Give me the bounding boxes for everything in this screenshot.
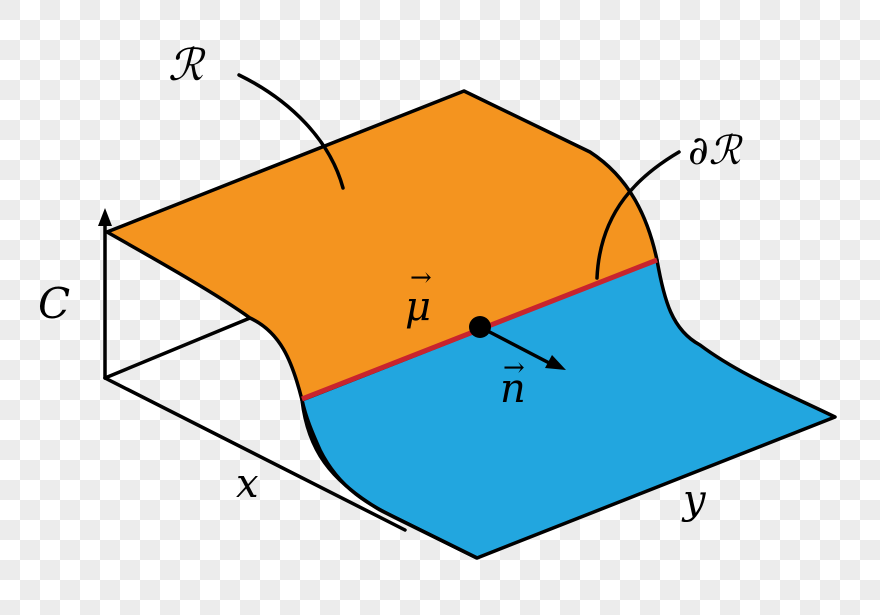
point-mu bbox=[469, 316, 491, 338]
box-inner-line bbox=[103, 316, 252, 380]
x-axis-line bbox=[103, 376, 407, 532]
boundary-leader-line bbox=[595, 150, 681, 280]
axis-box bbox=[103, 220, 407, 532]
label-region: ℛ bbox=[168, 40, 206, 91]
normal-vector-arrowhead bbox=[545, 355, 566, 370]
outside-surface bbox=[300, 258, 837, 560]
label-mu: μ bbox=[405, 284, 431, 330]
surface-left-edge bbox=[300, 399, 478, 560]
label-y-axis: y bbox=[681, 477, 707, 523]
n-vector-arrow: → bbox=[503, 353, 525, 383]
normal-vector-line bbox=[479, 325, 556, 368]
label-x-axis: x bbox=[236, 461, 259, 507]
mu-vector-arrow: → bbox=[410, 263, 432, 293]
label-n: n bbox=[500, 366, 526, 412]
region-leader-line bbox=[237, 73, 345, 190]
label-boundary: ∂ℛ bbox=[688, 128, 744, 174]
c-axis-arrowhead bbox=[98, 208, 112, 226]
label-c-axis: C bbox=[38, 279, 70, 328]
region-surface bbox=[105, 89, 659, 402]
